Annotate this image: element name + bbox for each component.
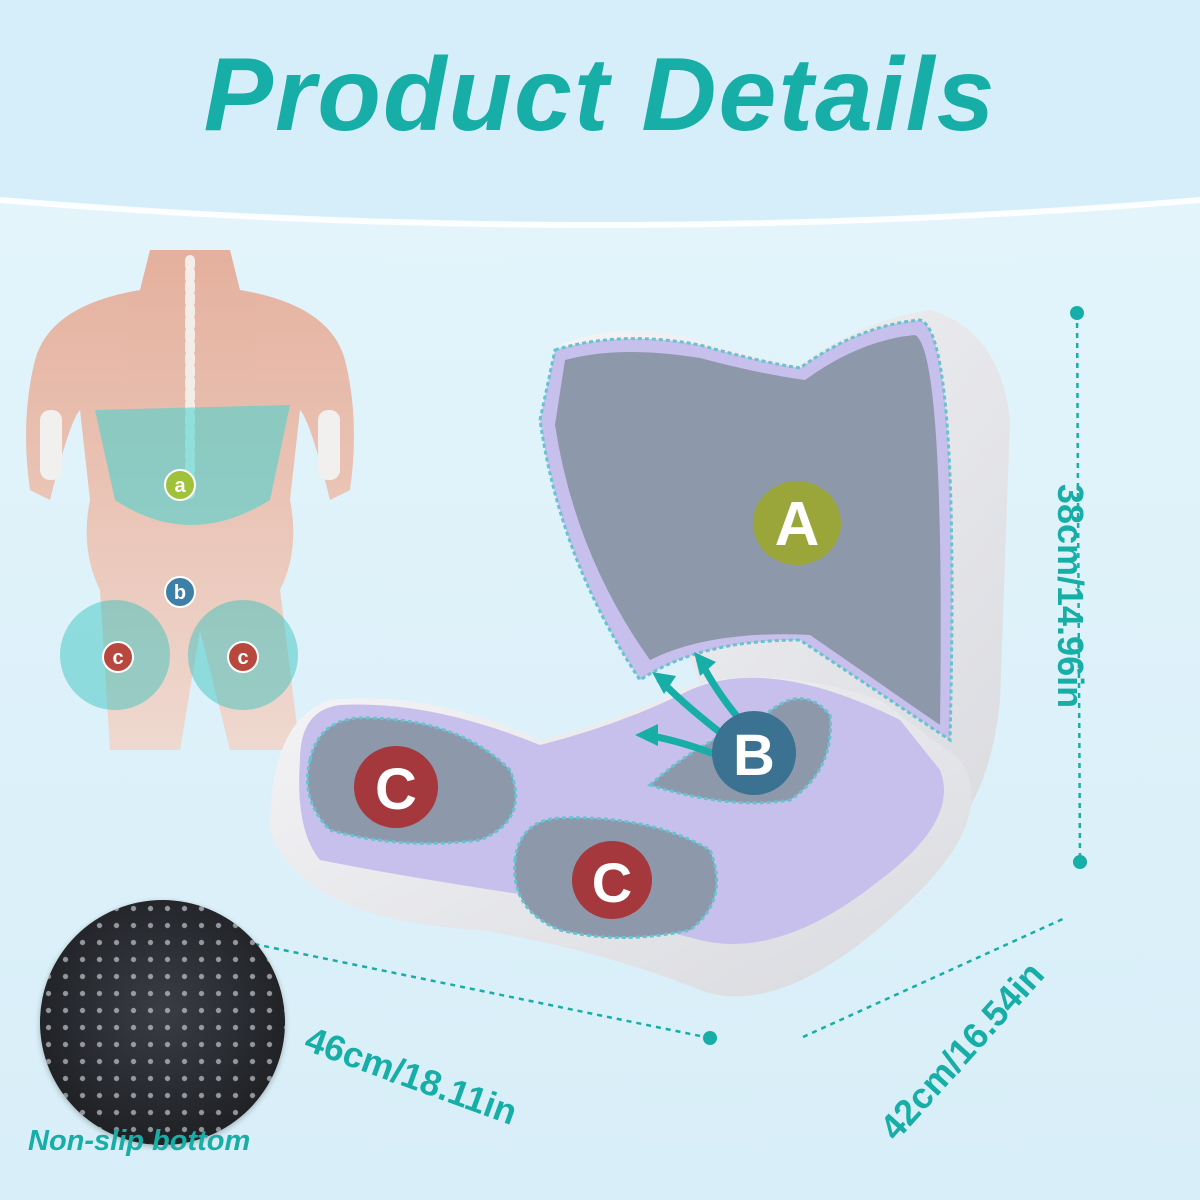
anatomy-illustration: a b c c	[26, 250, 354, 750]
svg-text:a: a	[174, 475, 186, 497]
svg-text:B: B	[733, 723, 775, 788]
seat-cushion-illustration: A B C C	[270, 310, 1010, 997]
lumbar-zone-highlight	[95, 405, 290, 525]
zone-badge-b: B	[712, 711, 796, 795]
height-dimension-label: 38cm/14.96in	[1050, 483, 1091, 709]
anatomy-label-c-left: c	[102, 641, 134, 673]
svg-text:C: C	[375, 757, 417, 822]
zone-badge-c-left: C	[354, 746, 438, 828]
svg-text:C: C	[592, 851, 632, 914]
zone-badge-a: A	[753, 481, 841, 565]
page-title: Product Details	[203, 37, 997, 153]
header-band	[0, 0, 1200, 228]
svg-text:b: b	[174, 582, 186, 604]
svg-text:A: A	[775, 490, 820, 559]
svg-text:c: c	[237, 647, 248, 669]
anatomy-label-c-right: c	[227, 641, 259, 673]
non-slip-bottom-label: Non-slip bottom	[28, 1125, 251, 1157]
zone-badge-c-right: C	[572, 841, 652, 919]
anatomy-label-b: b	[164, 576, 196, 608]
svg-text:c: c	[112, 647, 123, 669]
non-slip-bottom-image	[40, 900, 285, 1145]
anatomy-label-a: a	[164, 469, 196, 501]
